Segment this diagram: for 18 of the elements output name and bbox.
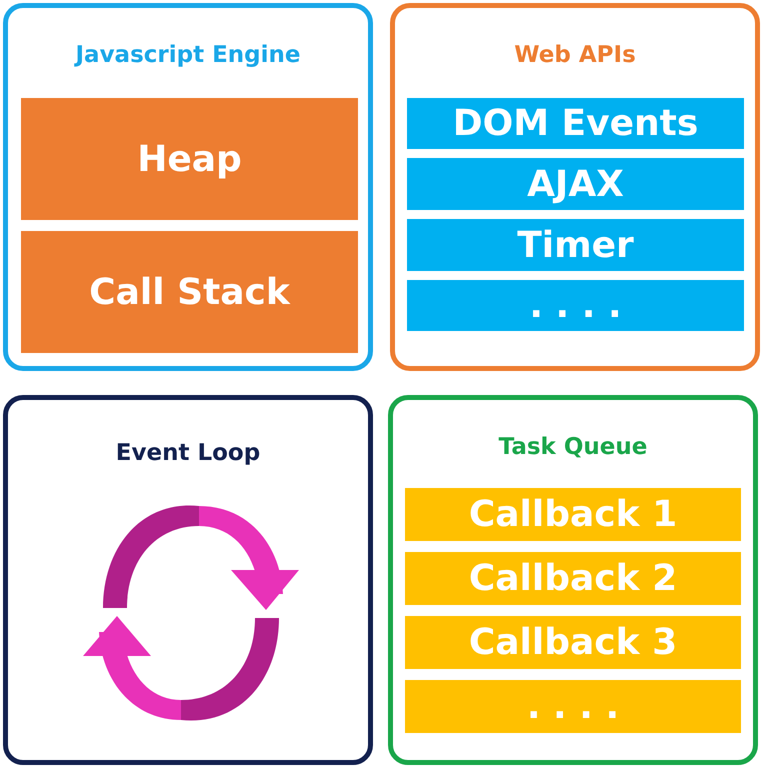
panel-title: Event Loop [114, 440, 262, 466]
callback-item-bar: Callback 1 [405, 488, 741, 541]
engine-panel [3, 3, 373, 371]
panel-title: Javascript Engine [73, 42, 302, 68]
callback-item-bar: . . . . [405, 680, 741, 733]
panel-title: Web APIs [513, 42, 637, 68]
event-loop-panel [3, 395, 373, 765]
api-item-bar: Timer [407, 219, 744, 271]
api-item-bar: . . . . [407, 280, 744, 331]
web-apis-panel [390, 3, 760, 371]
callback-item-bar: Callback 3 [405, 616, 741, 669]
call-stack-block: Call Stack [21, 231, 358, 353]
api-item-bar: DOM Events [407, 98, 744, 149]
heap-block: Heap [21, 98, 358, 220]
callback-item-bar: Callback 2 [405, 552, 741, 605]
api-item-bar: AJAX [407, 158, 744, 210]
task-queue-panel [388, 395, 758, 765]
panel-title: Task Queue [498, 434, 648, 460]
